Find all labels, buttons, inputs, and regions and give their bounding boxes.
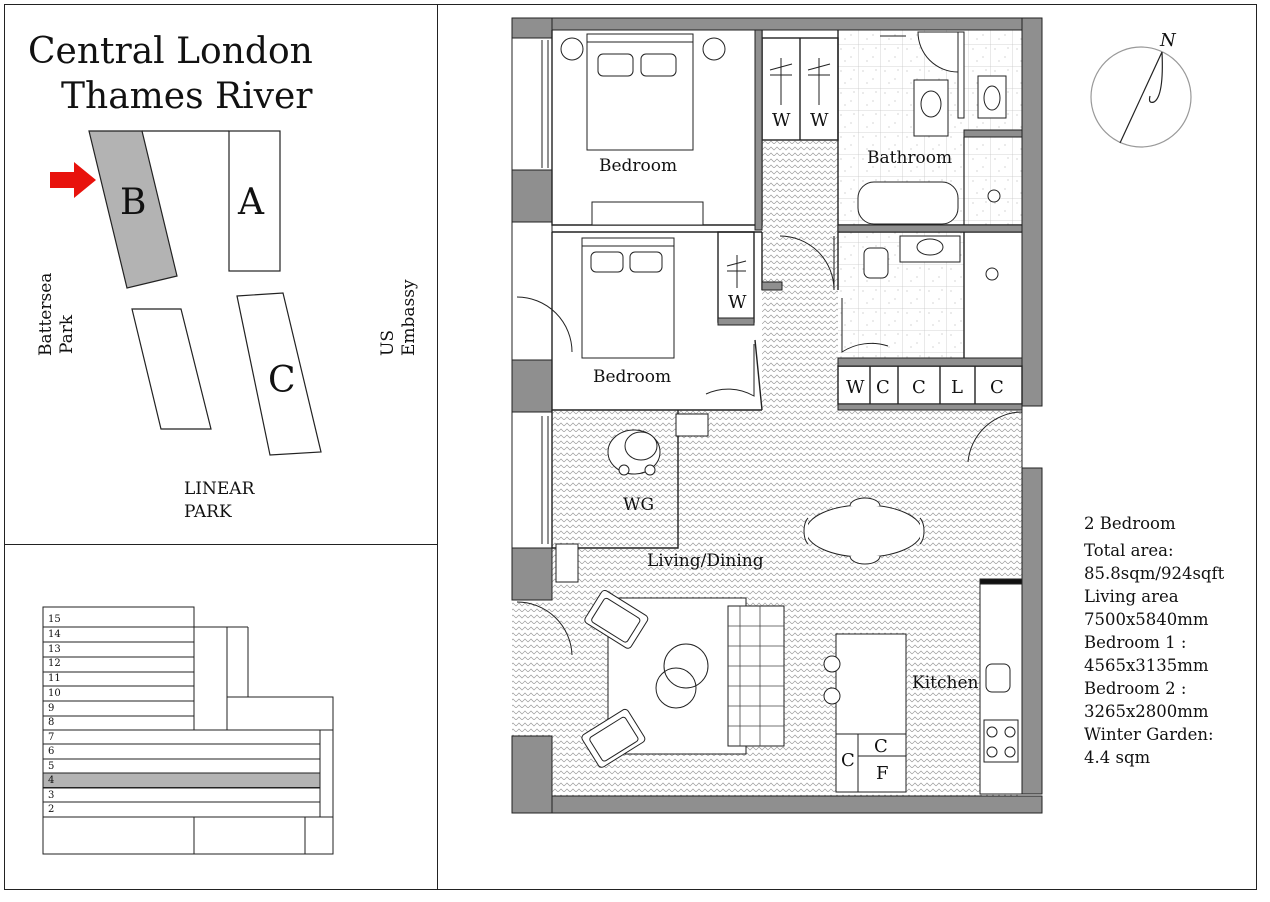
selection-arrow-icon — [50, 162, 96, 198]
floor-label-5: 5 — [48, 761, 55, 772]
spec-line: 7500x5840mm — [1084, 610, 1209, 629]
spec-line: Winter Garden: — [1084, 725, 1214, 744]
storage-label-c1: C — [876, 377, 890, 398]
spec-line: 2 Bedroom — [1084, 514, 1176, 533]
spec-line: 85.8sqm/924sqft — [1084, 564, 1225, 583]
spec-line: 3265x2800mm — [1084, 702, 1209, 721]
floor-label-7: 7 — [48, 732, 55, 743]
floor-label-6: 6 — [48, 746, 55, 757]
block-a-label: A — [238, 182, 264, 223]
wardrobe-label-2: W — [810, 110, 829, 131]
compass-icon — [1090, 46, 1192, 148]
bedroom1-label: Bedroom — [599, 156, 678, 176]
wg-label: WG — [623, 495, 655, 515]
block-c-shape — [236, 292, 322, 456]
plan-panel — [437, 4, 1257, 890]
floor-label-12: 12 — [48, 658, 61, 669]
block-c-label: C — [268, 360, 296, 401]
spec-line: Bedroom 1 : — [1084, 633, 1187, 652]
floor-label-4: 4 — [48, 775, 55, 786]
spec-list: 2 Bedroom Total area: 85.8sqm/924sqft Li… — [1084, 512, 1224, 769]
storage-label-c3: C — [990, 377, 1004, 398]
spec-line: Total area: — [1084, 541, 1174, 560]
wardrobe-label-3: W — [728, 292, 747, 313]
spec-line: 4565x3135mm — [1084, 656, 1209, 675]
kitchen-unit-f: F — [876, 763, 889, 784]
spec-line: Bedroom 2 : — [1084, 679, 1187, 698]
spec-line: Living area — [1084, 587, 1179, 606]
storage-label-w: W — [846, 377, 865, 398]
floor-label-10: 10 — [48, 688, 61, 699]
floor-label-8: 8 — [48, 717, 55, 728]
location-map — [50, 130, 322, 456]
compass-north-label: N — [1160, 30, 1176, 51]
map-title-line2: Thames River — [61, 76, 313, 117]
kitchen-unit-c-top: C — [874, 736, 888, 757]
bathroom-label: Bathroom — [867, 148, 953, 168]
spec-line: 4.4 sqm — [1084, 748, 1151, 767]
floor-label-15: 15 — [48, 614, 61, 625]
floor-label-2: 2 — [48, 804, 55, 815]
storage-label-c2: C — [912, 377, 926, 398]
block-a-shape — [228, 130, 281, 272]
floor-label-13: 13 — [48, 644, 61, 655]
floor-label-11: 11 — [48, 673, 61, 684]
kitchen-label: Kitchen — [912, 673, 979, 693]
building-elevation — [42, 606, 334, 855]
block-b-shape — [88, 130, 178, 289]
living-label: Living/Dining — [647, 551, 764, 571]
storage-label-l: L — [951, 377, 963, 398]
block-b-label: B — [120, 182, 147, 223]
map-title-line1: Central London — [28, 31, 313, 72]
block-slab-shape — [131, 308, 212, 430]
bedroom2-label: Bedroom — [593, 367, 672, 387]
floor-label-9: 9 — [48, 703, 55, 714]
wardrobe-label-1: W — [772, 110, 791, 131]
bottom-label-line2: PARK — [184, 502, 232, 522]
bottom-label-line1: LINEAR — [184, 479, 255, 499]
floor-label-3: 3 — [48, 790, 55, 801]
kitchen-unit-c-left: C — [841, 750, 855, 771]
floor-label-14: 14 — [48, 629, 61, 640]
